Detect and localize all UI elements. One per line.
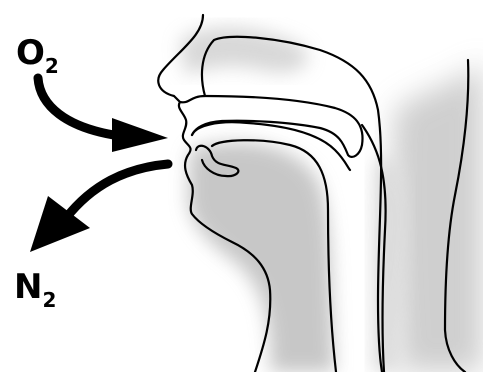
n2-label: N2: [14, 267, 56, 312]
o2-subscript: 2: [45, 54, 59, 78]
nose-shading: [180, 27, 308, 75]
exhale-arrow: [30, 164, 168, 252]
o2-symbol: O: [16, 33, 45, 73]
o2-label: O2: [16, 33, 59, 78]
n2-symbol: N: [14, 267, 42, 307]
inhale-arrow: [38, 78, 168, 152]
throat-shading: [188, 142, 335, 372]
n2-subscript: 2: [42, 288, 56, 312]
